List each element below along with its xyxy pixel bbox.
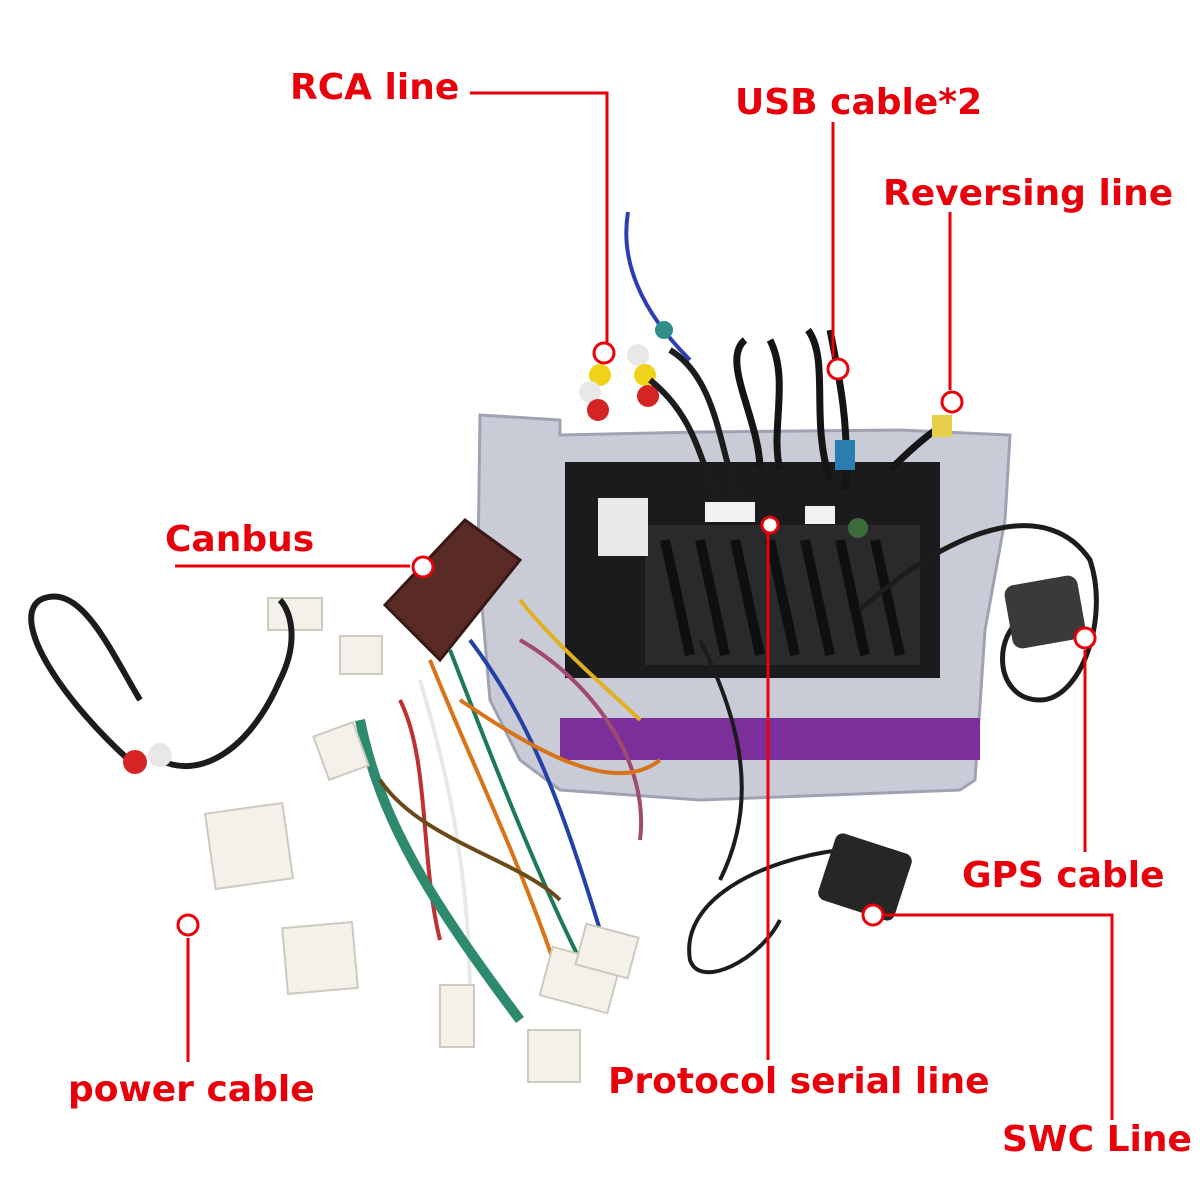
head-unit [476,413,1012,802]
left-rca-loop [28,593,295,774]
harness-connectors [203,597,640,1083]
label-canbus: Canbus [165,519,315,560]
leader-lines [175,91,1114,1120]
label-swc-line: SWC Line [1002,1119,1192,1160]
gps-antenna [858,523,1099,703]
wire-harness [355,598,662,1023]
label-protocol-serial-line: Protocol serial line [608,1061,990,1102]
label-reversing-line: Reversing line [883,173,1174,214]
label-power-cable: power cable [68,1069,315,1110]
canbus-box [382,518,523,663]
marker-circles [176,341,1097,937]
label-gps-cable: GPS cable [962,855,1165,896]
rca-connectors [579,211,743,502]
label-rca-line: RCA line [290,67,460,108]
label-usb-cable: USB cable*2 [735,82,983,123]
swc-module [687,639,912,975]
